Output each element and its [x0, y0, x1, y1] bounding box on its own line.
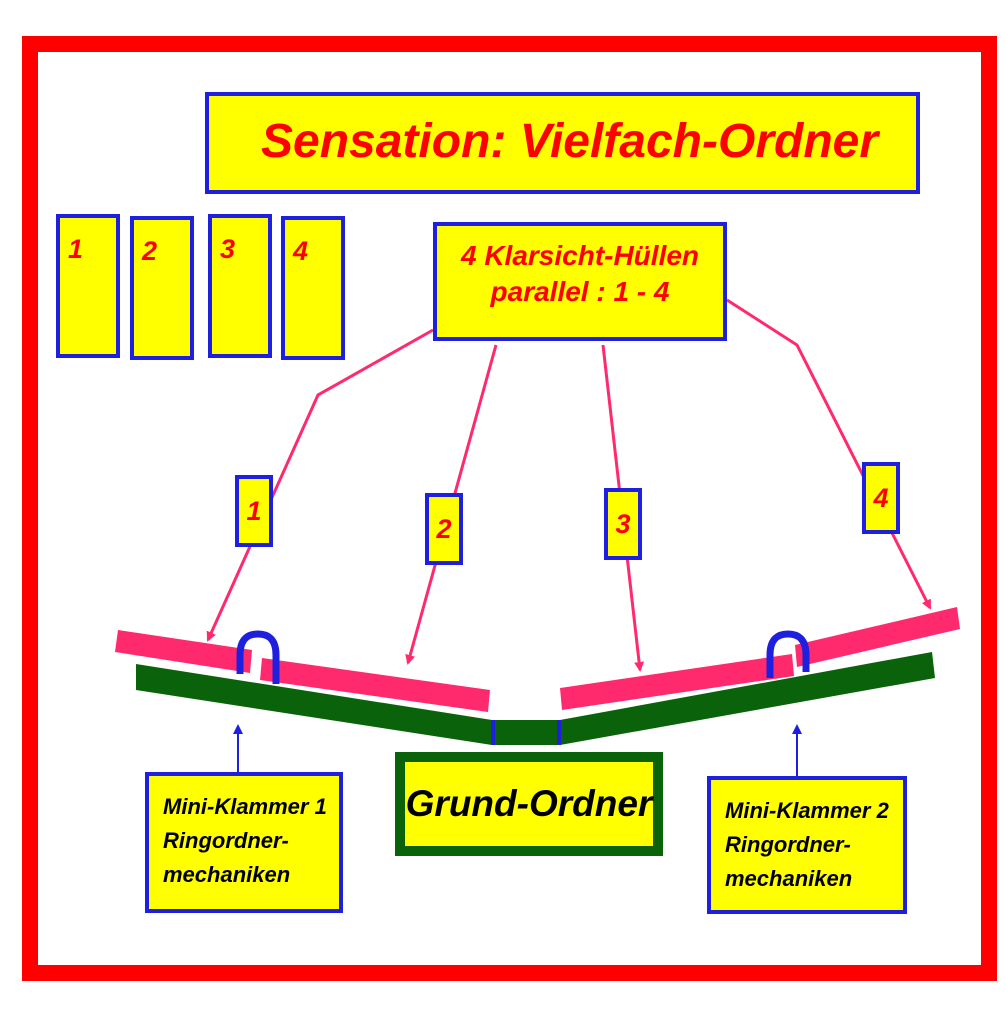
sleeve-label-2-text: 2 — [436, 514, 452, 544]
base-spine — [492, 720, 560, 745]
sheet-4: 4 — [281, 216, 345, 360]
clamp2-line-1: Mini-Klammer 2 — [725, 798, 889, 823]
sheet-1: 1 — [56, 214, 120, 358]
sheet-2-label: 2 — [142, 236, 158, 266]
base-folder-label: Grund-Ordner — [405, 783, 653, 824]
title-box: Sensation: Vielfach-Ordner — [205, 92, 920, 194]
connector-4 — [726, 298, 932, 610]
base-right-board — [560, 652, 935, 745]
sleeve-label-1: 1 — [235, 475, 273, 547]
sheet-2: 2 — [130, 216, 194, 360]
clamp2-box: Mini-Klammer 2 Ringordner- mechaniken — [707, 776, 907, 914]
sleeve-label-2: 2 — [425, 493, 463, 565]
sleeve-label-3-text: 3 — [615, 509, 631, 539]
base-left-board — [136, 664, 492, 745]
clamp2-line-2: Ringordner- — [725, 832, 851, 857]
sheet-3: 3 — [208, 214, 272, 358]
sleeve-2 — [260, 658, 490, 712]
sleeve-label-1-text: 1 — [246, 496, 262, 526]
sleeve-1 — [115, 630, 252, 673]
title-text: Sensation: Vielfach-Ordner — [261, 115, 879, 168]
clamp1-box: Mini-Klammer 1 Ringordner- mechaniken — [145, 772, 343, 913]
sleeves-line-1: 4 Klarsicht-Hüllen — [460, 240, 700, 271]
clamp1-line-1: Mini-Klammer 1 — [163, 794, 327, 819]
sleeve-4 — [795, 607, 960, 667]
ring-mechanism-2 — [766, 630, 810, 678]
clamp1-line-2: Ringordner- — [163, 828, 289, 853]
sleeves-box: 4 Klarsicht-Hüllen parallel : 1 - 4 — [433, 222, 727, 341]
connector-1 — [206, 328, 434, 642]
sleeve-label-3: 3 — [604, 488, 642, 560]
sheet-3-label: 3 — [220, 234, 236, 264]
clamp2-line-3: mechaniken — [725, 866, 853, 891]
sleeve-label-4-text: 4 — [873, 483, 889, 513]
sheet-4-label: 4 — [293, 236, 309, 266]
base-folder-box: Grund-Ordner — [395, 752, 663, 856]
sheet-1-label: 1 — [68, 234, 84, 264]
clamp1-line-3: mechaniken — [163, 862, 291, 887]
ring-mechanism-1 — [236, 630, 280, 684]
sleeve-3 — [560, 654, 794, 710]
sleeves-line-2: parallel : 1 - 4 — [490, 276, 670, 307]
sleeve-label-4: 4 — [862, 462, 900, 534]
